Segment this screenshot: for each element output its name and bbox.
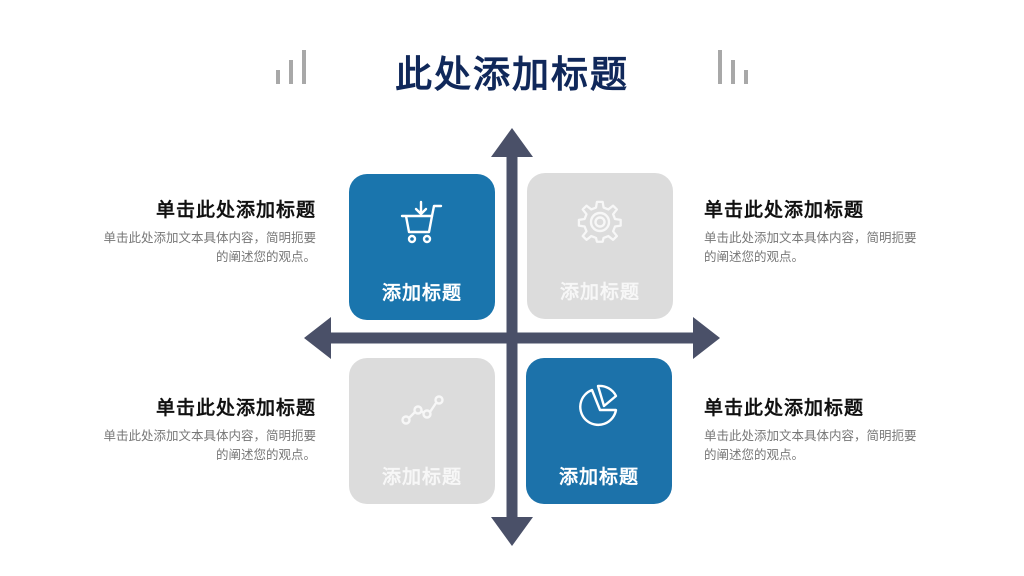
item-text: 单击此处添加文本具体内容，简明扼要的阐述您的观点。 bbox=[103, 230, 316, 264]
tile-bottom-left[interactable]: 添加标题 bbox=[349, 358, 495, 504]
arrow-right bbox=[693, 317, 720, 359]
tile-bottom-right[interactable]: 添加标题 bbox=[526, 358, 672, 504]
item-bottom-left: 单击此处添加标题 单击此处添加文本具体内容，简明扼要的阐述您的观点。 bbox=[86, 393, 316, 464]
title-deco-right bbox=[718, 50, 748, 84]
item-heading: 单击此处添加标题 bbox=[704, 397, 865, 419]
arrow-left bbox=[304, 317, 331, 359]
item-text: 单击此处添加文本具体内容，简明扼要的阐述您的观点。 bbox=[704, 428, 917, 462]
item-heading: 单击此处添加标题 bbox=[704, 199, 865, 221]
gear-icon bbox=[577, 200, 622, 243]
tile-label: 添加标题 bbox=[381, 282, 462, 304]
tile-label: 添加标题 bbox=[558, 466, 639, 488]
item-heading: 单击此处添加标题 bbox=[155, 397, 316, 419]
item-bottom-right: 单击此处添加标题 单击此处添加文本具体内容，简明扼要的阐述您的观点。 bbox=[704, 393, 934, 464]
tile-label: 添加标题 bbox=[381, 466, 462, 488]
item-top-right: 单击此处添加标题 单击此处添加文本具体内容，简明扼要的阐述您的观点。 bbox=[704, 195, 934, 266]
page-title: 此处添加标题 bbox=[395, 53, 629, 96]
tile-top-left[interactable]: 添加标题 bbox=[349, 174, 495, 320]
item-text: 单击此处添加文本具体内容，简明扼要的阐述您的观点。 bbox=[704, 230, 917, 264]
shopping-cart-icon bbox=[400, 200, 443, 244]
title-deco-left bbox=[276, 50, 306, 84]
item-heading: 单击此处添加标题 bbox=[155, 199, 316, 221]
arrow-down bbox=[491, 517, 533, 546]
line-chart-icon bbox=[401, 395, 444, 425]
pie-chart-icon bbox=[579, 384, 618, 427]
item-text: 单击此处添加文本具体内容，简明扼要的阐述您的观点。 bbox=[103, 428, 316, 462]
item-top-left: 单击此处添加标题 单击此处添加文本具体内容，简明扼要的阐述您的观点。 bbox=[86, 195, 316, 266]
tile-top-right[interactable]: 添加标题 bbox=[527, 173, 673, 319]
arrow-up bbox=[491, 128, 533, 157]
tile-label: 添加标题 bbox=[559, 281, 640, 303]
